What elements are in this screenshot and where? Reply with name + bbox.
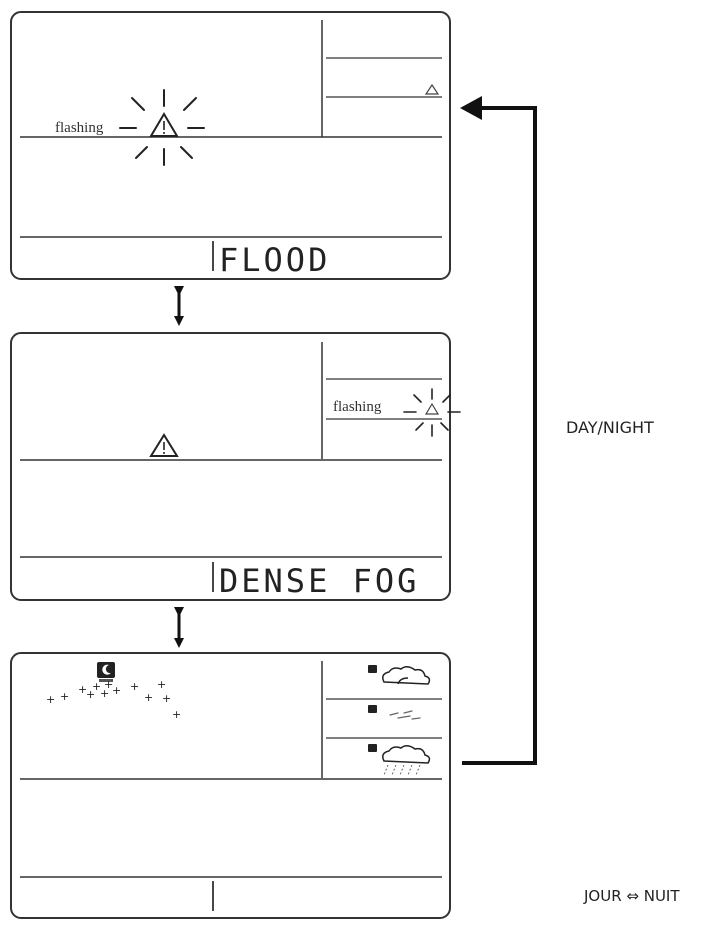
star-icon: + [92, 680, 101, 693]
flashing-label: flashing [55, 120, 104, 136]
moon-icon [97, 662, 115, 682]
star-icon: + [104, 678, 113, 691]
warning-triangle-icon [149, 433, 179, 457]
panel-dense-fog: flashing DENSE FOG [10, 332, 461, 601]
star-icon: + [100, 687, 109, 700]
star-icon: + [78, 683, 87, 696]
panel-frame [10, 652, 451, 919]
panel-frame [10, 332, 451, 601]
moon-icon [368, 665, 377, 752]
warning-triangle-icon [424, 83, 440, 95]
star-icon: + [172, 708, 181, 721]
star-icon: + [157, 678, 166, 691]
star-icon: + [144, 691, 153, 704]
star-icon: + [46, 693, 55, 706]
fog-icon [389, 710, 421, 720]
jour-nuit-label: JOUR ⇔ NUIT [583, 887, 680, 905]
cloud-icon [382, 666, 431, 685]
flash-rays-icon [119, 89, 205, 166]
warning-triangle-icon [424, 402, 440, 415]
star-icon: + [86, 688, 95, 701]
flash-rays-icon [403, 388, 461, 437]
panel-night: + + + + + + + + + + + + + [10, 652, 451, 919]
stars-group: + + + + + + + + + + + + + [46, 678, 181, 721]
rain-cloud-icon [382, 745, 431, 776]
star-icon: + [162, 692, 171, 705]
flashing-label: flashing [333, 399, 382, 415]
panel-flood: flashing FLOOD [10, 11, 451, 280]
panel-frame [10, 11, 451, 280]
star-icon: + [112, 684, 121, 697]
arrow-head-icon [460, 96, 482, 120]
warning-triangle-icon [149, 112, 179, 137]
lcd-message-text: DENSE FOG [219, 562, 419, 600]
star-icon: + [130, 680, 139, 693]
lcd-message-text: FLOOD [219, 241, 330, 279]
star-icon: + [60, 690, 69, 703]
day-night-loop-arrow [460, 96, 537, 765]
day-night-label: DAY/NIGHT [566, 418, 654, 437]
